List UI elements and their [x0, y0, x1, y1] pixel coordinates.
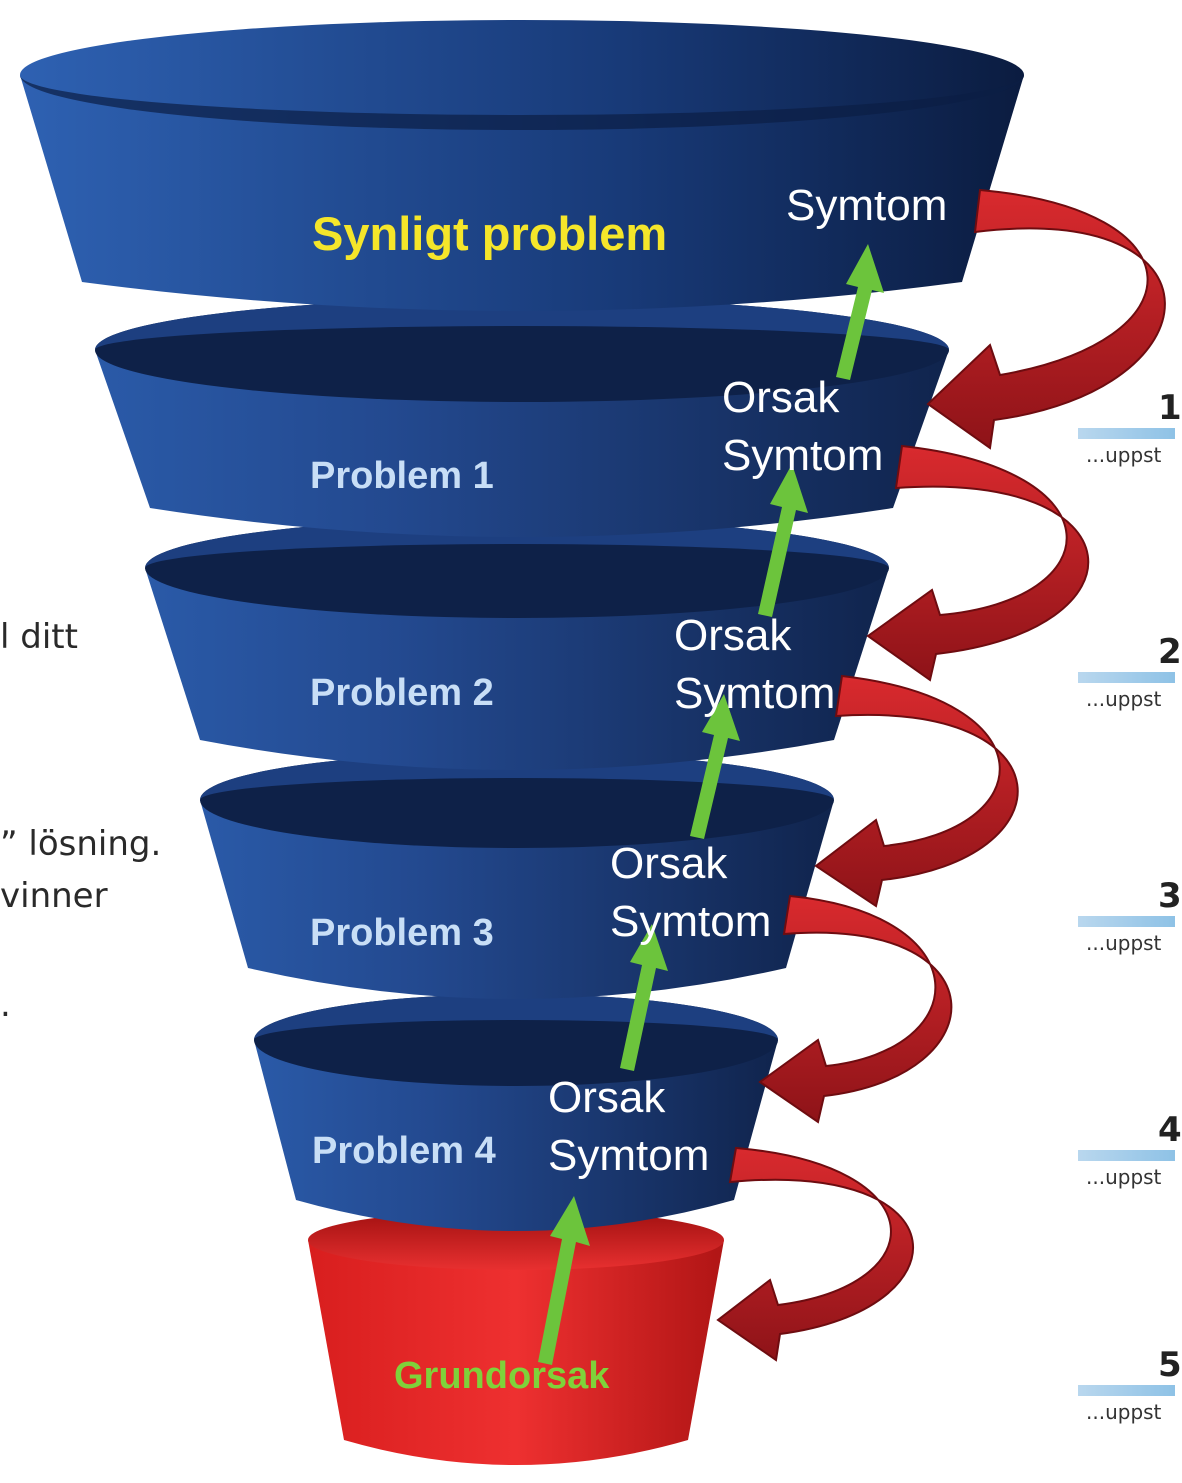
step-4-bar	[1078, 1150, 1175, 1161]
green-arrow-2	[758, 464, 808, 617]
problem-2-symptom: Symtom	[674, 669, 835, 718]
side-text-line-1: l ditt	[0, 617, 78, 657]
step-4-number: 4	[1158, 1110, 1182, 1150]
side-text-line-3: vinner	[0, 876, 108, 916]
funnel-level-4	[254, 994, 778, 1231]
green-arrow-1	[836, 244, 884, 380]
step-3-caption: ...uppst	[1086, 931, 1162, 955]
problem-4-label: Problem 4	[312, 1130, 496, 1172]
funnel-level-3	[200, 752, 834, 999]
problem-2-cause: Orsak	[674, 611, 792, 660]
step-5-caption: ...uppst	[1086, 1400, 1162, 1424]
problem-3-label: Problem 3	[310, 912, 494, 954]
side-text-line-2: ” lösning.	[0, 824, 162, 864]
step-2-caption: ...uppst	[1086, 687, 1162, 711]
side-text-line-4: .	[0, 985, 11, 1025]
problem-3-cause: Orsak	[610, 839, 728, 888]
top-symptom-label: Symtom	[786, 181, 947, 230]
red-loop-arrow-1	[926, 188, 1166, 450]
problem-4-cause: Orsak	[548, 1073, 666, 1122]
funnel-top	[20, 20, 1024, 311]
step-1-caption: ...uppst	[1086, 443, 1162, 467]
red-loop-arrow-3	[814, 674, 1019, 908]
problem-3-symptom: Symtom	[610, 897, 771, 946]
root-cause-label: Grundorsak	[394, 1355, 610, 1397]
problem-4-symptom: Symtom	[548, 1131, 709, 1180]
red-loop-arrow-4	[758, 894, 953, 1124]
green-arrow-3	[690, 694, 740, 839]
step-5-bar	[1078, 1385, 1175, 1396]
step-5-number: 5	[1158, 1345, 1182, 1385]
visible-problem-label: Synligt problem	[312, 207, 667, 260]
red-loop-arrow-5	[716, 1146, 914, 1362]
problem-2-label: Problem 2	[310, 672, 494, 714]
step-1-bar	[1078, 428, 1175, 439]
red-loop-arrow-2	[866, 444, 1090, 682]
funnel-level-2	[145, 518, 889, 770]
root-cause-cone	[308, 1210, 724, 1465]
green-arrow-4	[620, 924, 668, 1071]
problem-1-cause: Orsak	[722, 373, 840, 422]
green-arrow-5	[538, 1196, 590, 1365]
step-4-caption: ...uppst	[1086, 1165, 1162, 1189]
step-3-number: 3	[1158, 876, 1182, 916]
step-2-number: 2	[1158, 632, 1182, 672]
problem-1-label: Problem 1	[310, 455, 494, 497]
problem-1-symptom: Symtom	[722, 431, 883, 480]
step-3-bar	[1078, 916, 1175, 927]
funnel-level-1	[95, 298, 949, 537]
step-2-bar	[1078, 672, 1175, 683]
step-1-number: 1	[1158, 388, 1182, 428]
